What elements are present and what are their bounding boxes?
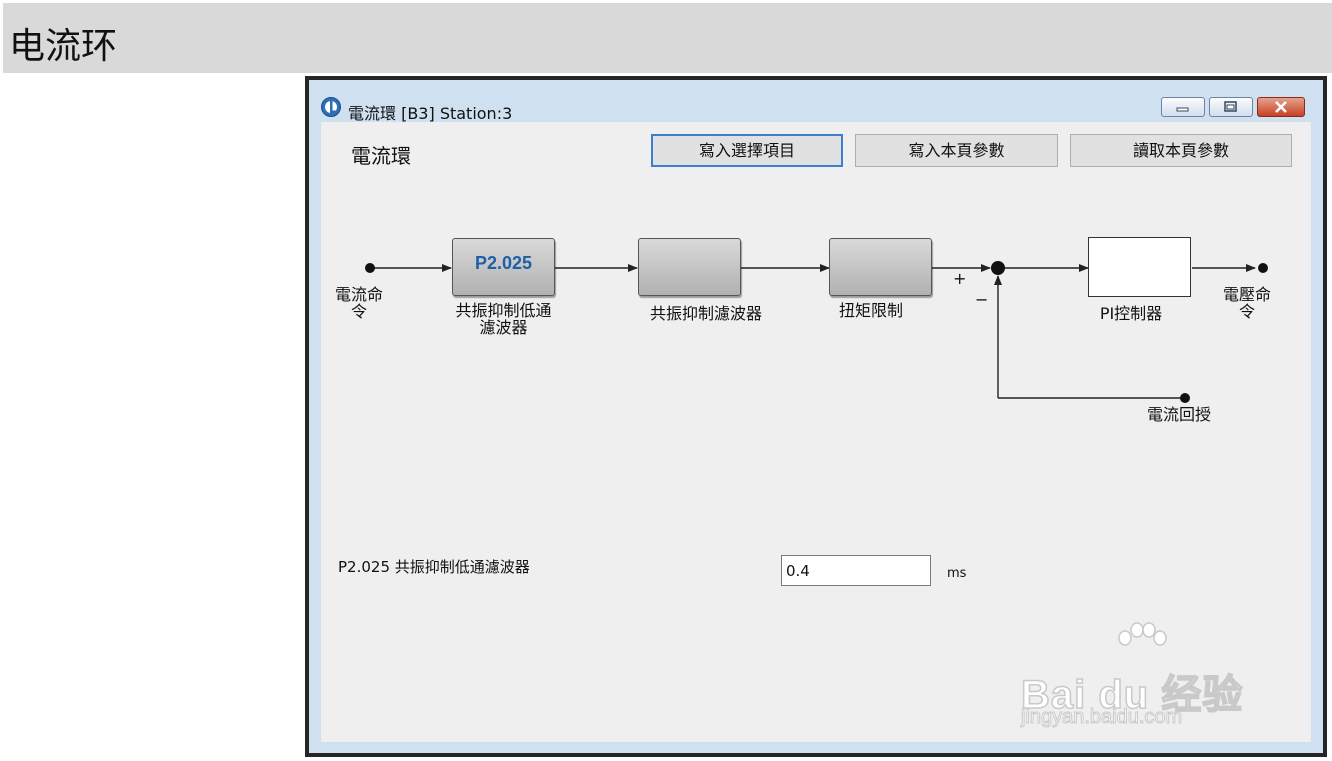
maximize-button[interactable] [1209, 97, 1253, 117]
write-selected-button[interactable]: 寫入選擇項目 [651, 134, 843, 167]
pi-controller-block[interactable] [1088, 237, 1191, 297]
parameter-label: P2.025 共振抑制低通濾波器 [338, 558, 530, 576]
feedback-label: 電流回授 [1146, 405, 1211, 424]
block-parameter-id: P2.025 [474, 253, 533, 273]
title-bar[interactable]: 電流環 [B3] Station:3 [309, 80, 1323, 123]
torque-limit-label: 扭矩限制 [838, 301, 903, 320]
close-icon [1275, 101, 1287, 113]
window-client-area: 電流環 寫入選擇項目 寫入本頁參數 讀取本頁參數 [321, 122, 1311, 742]
output-node [1258, 263, 1268, 273]
pi-controller-label: PI控制器 [1099, 304, 1163, 323]
window-title: 電流環 [B3] Station:3 [348, 104, 513, 123]
minus-sign: − [975, 290, 989, 309]
app-logo-icon [321, 97, 341, 117]
signal-flow-diagram [365, 261, 1268, 403]
read-page-button[interactable]: 讀取本頁參數 [1070, 134, 1292, 167]
page-title: 电流环 [9, 26, 118, 67]
input-label: 電流命令 [334, 285, 383, 321]
plus-sign: + [953, 269, 967, 288]
app-window: 電流環 [B3] Station:3 電流環 寫入選擇項目 [305, 76, 1327, 757]
lowpass-filter-label: 共振抑制低通濾波器 [455, 301, 552, 337]
minimize-icon [1176, 107, 1189, 112]
close-button[interactable] [1257, 97, 1305, 117]
parameter-value-input[interactable] [781, 555, 931, 586]
watermark-url: jingyan.baidu.com [1020, 706, 1183, 729]
feedback-node [1180, 393, 1190, 403]
lowpass-filter-block[interactable]: P2.025 [452, 238, 555, 296]
write-page-button[interactable]: 寫入本頁參數 [855, 134, 1058, 167]
parameter-unit: ms [947, 566, 967, 581]
paw-icon [1118, 622, 1167, 646]
input-node [365, 263, 375, 273]
resonance-filter-block[interactable] [638, 238, 741, 296]
resonance-filter-label: 共振抑制濾波器 [649, 304, 762, 323]
maximize-icon [1224, 101, 1237, 112]
minimize-button[interactable] [1161, 97, 1205, 117]
output-label: 電壓命令 [1222, 285, 1271, 321]
page-header: 电流环 [3, 3, 1332, 73]
torque-limit-block[interactable] [829, 238, 932, 296]
section-title: 電流環 [351, 144, 411, 168]
watermark-logo: Bai du 经验 [1020, 672, 1244, 718]
baidu-watermark: Bai du 经验 jingyan.baidu.com [1020, 622, 1261, 732]
summing-junction [991, 261, 1005, 275]
window-frame: 電流環 [B3] Station:3 電流環 寫入選擇項目 [309, 80, 1323, 753]
